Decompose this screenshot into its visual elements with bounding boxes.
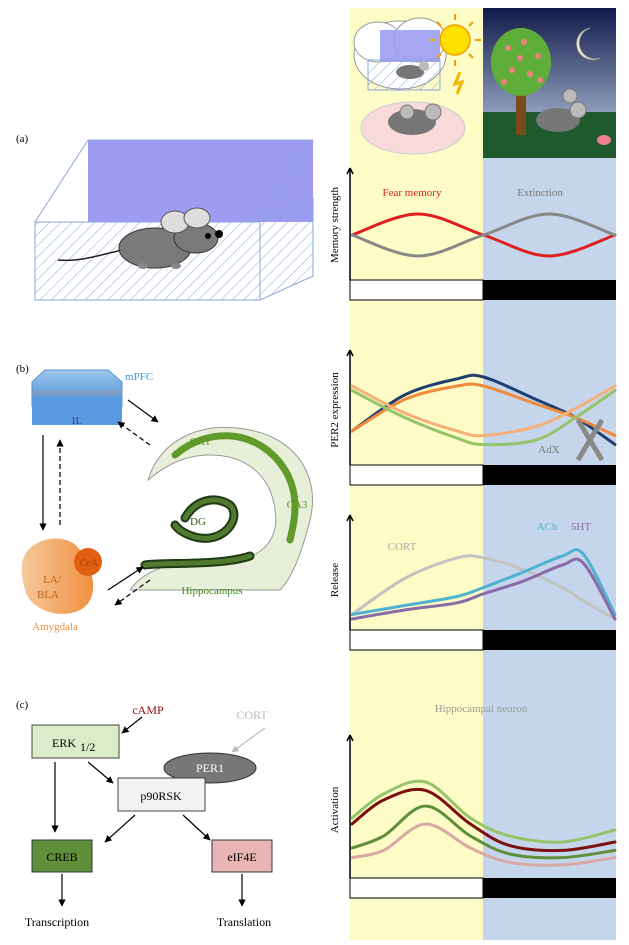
dark-bar [483,465,616,485]
pathway-arrows [51,716,266,907]
label-per1: PER1 [196,761,224,775]
light-bar [349,877,484,899]
label-mpfc: mPFC [125,371,153,383]
series-line-3-3 [350,557,617,621]
series-line-3-2 [350,548,617,616]
series-line-3-1 [350,554,617,621]
series-line-1-2 [350,212,617,258]
series-line-2-4 [350,384,617,438]
chart-title: Hippocampal neuron [435,703,528,715]
creb-box [31,839,93,873]
label-cea: CeA [80,558,99,569]
label-la: LA/ [43,574,62,586]
chart-per2: PER2 expression AdX [329,349,617,486]
dark-bar [483,878,616,898]
ylabel: Memory strength [329,186,341,263]
label-erk: ERK [52,736,76,750]
dark-bar [483,280,616,300]
series-label-5ht: 5HT [571,521,591,533]
label-cort: CORT [236,708,268,722]
series-line-4-4 [350,822,617,867]
circuit-arrows [39,399,159,606]
label-eif4e: eIF4E [227,850,256,864]
label-dg: DG [190,516,206,528]
label-erk-sub: 1/2 [80,740,95,754]
series-label-fear: Fear memory [383,187,442,199]
day-scene [353,14,481,155]
mouse-icon [57,207,223,269]
chart-memory-strength: Memory strength Fear memory Extinction [329,167,617,301]
label-camp: cAMP [132,703,164,717]
per1-oval [163,752,257,784]
ylabel: Release [329,563,341,597]
erk-box [31,724,120,759]
eif4e-box [211,839,273,873]
cross-icon [575,418,605,462]
moon-icon [576,27,601,61]
panel-label-c: (c) [16,699,29,711]
chart-activation: Hippocampal neuron Activation [329,703,617,899]
panel-label-a: (a) [16,133,29,145]
p90rsk-box [117,777,206,812]
series-label-cort: CORT [388,541,417,553]
label-hippocampus: Hippocampus [181,585,242,597]
label-amygdala: Amygdala [32,621,78,633]
series-line-2-3 [350,389,617,447]
amygdala-shape [21,538,102,614]
label-transcription: Transcription [25,915,89,929]
light-bar [349,464,484,486]
annotation-adx: AdX [538,444,559,456]
ylabel: Activation [329,786,341,833]
series-label-extinction: Extinction [517,187,563,199]
panel-label-b: (b) [16,363,29,375]
series-line-4-3 [350,804,617,860]
mpfc-block [31,369,123,425]
label-p90rsk: p90RSK [140,789,182,803]
label-ca3: CA3 [287,499,308,511]
night-scene [483,8,616,158]
label-creb: CREB [46,850,77,864]
label-bla: BLA [37,589,59,601]
series-label-ach: ACh [537,521,558,533]
light-bar [349,629,484,651]
label-translation: Translation [217,915,271,929]
label-il: IL [72,415,83,427]
series-line-4-2 [350,787,617,853]
chart-release: Release CORT ACh 5HT [329,514,617,651]
hippocampus-shape [129,426,313,591]
sun-icon [429,14,481,66]
label-ca1: CA1 [190,436,211,448]
series-line-4-1 [350,779,617,844]
fear-conditioning-box [34,139,314,301]
light-bar [349,279,484,301]
dark-bar [483,630,616,650]
ylabel: PER2 expression [329,372,341,448]
